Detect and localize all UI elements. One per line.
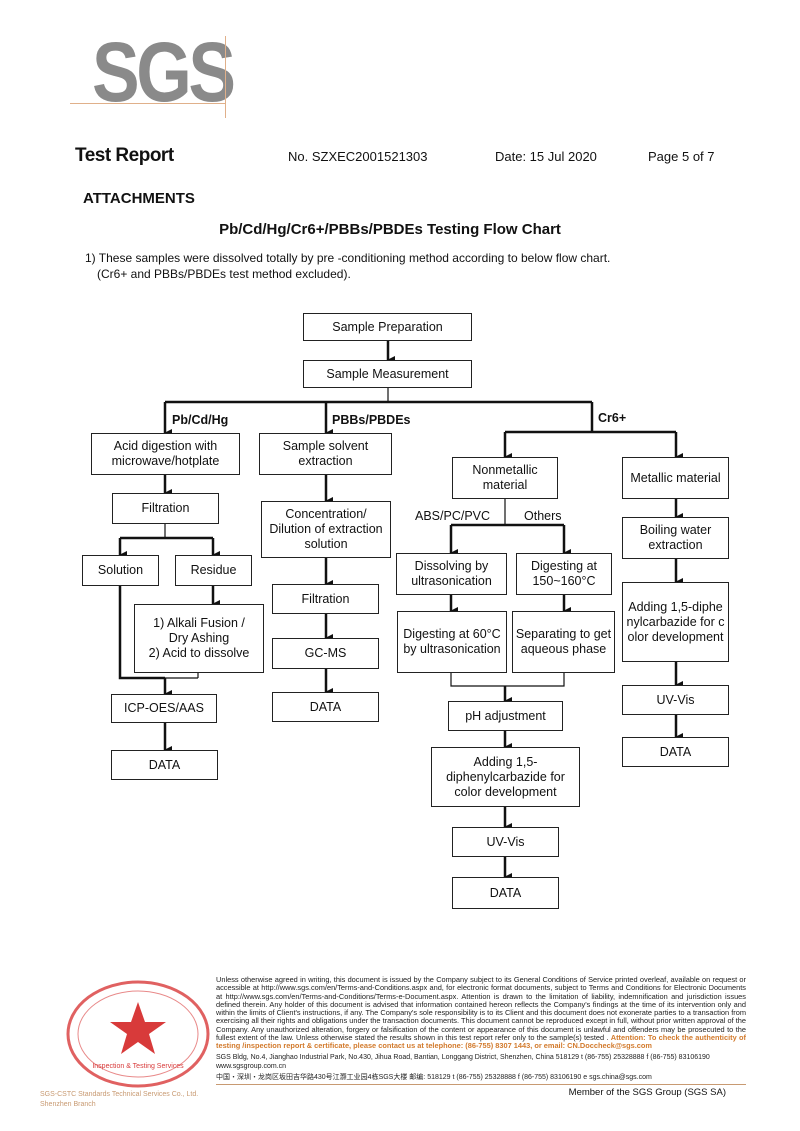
company-left-1: SGS-CSTC Standards Technical Services Co… xyxy=(40,1091,199,1098)
label-pbcdhg: Pb/Cd/Hg xyxy=(172,413,229,427)
box-alkali-fusion: 1) Alkali Fusion / Dry Ashing 2) Acid to… xyxy=(134,604,264,673)
company-left-2: Shenzhen Branch xyxy=(40,1101,96,1108)
seal-text: Inspection & Testing Services xyxy=(92,1063,184,1070)
box-separating: Separating to get aqueous phase xyxy=(512,611,615,673)
box-digesting-60: Digesting at 60°C by ultrasonication xyxy=(397,611,507,673)
footer-column: Unless otherwise agreed in writing, this… xyxy=(216,975,746,1099)
footer-rule xyxy=(216,1083,746,1086)
page-number: Page 5 of 7 xyxy=(648,149,715,164)
box-solution: Solution xyxy=(82,555,159,586)
box-uvvis-nonmetal: UV-Vis xyxy=(452,827,559,857)
box-filtration-2: Filtration xyxy=(272,584,379,614)
box-dissolving: Dissolving by ultrasonication xyxy=(396,553,507,595)
note-line-2: (Cr6+ and PBBs/PBDEs test method exclude… xyxy=(97,267,351,281)
box-metallic: Metallic material xyxy=(622,457,729,499)
sgs-logo: SGS xyxy=(92,25,236,119)
box-filtration-1: Filtration xyxy=(112,493,219,524)
report-number: No. SZXEC2001521303 xyxy=(288,149,428,164)
member-text: Member of the SGS Group (SGS SA) xyxy=(568,1087,726,1099)
box-data-4: DATA xyxy=(622,737,729,767)
box-adding-nonmetal: Adding 1,5-diphenylcarbazide for color d… xyxy=(431,747,580,807)
label-pbbs: PBBs/PBDEs xyxy=(332,413,411,427)
box-concentration: Concentration/ Dilution of extraction so… xyxy=(261,501,391,558)
address-english: SGS Bldg, No.4, Jianghao Industrial Park… xyxy=(216,1053,710,1070)
address-chinese: 中国・深圳・龙岗区坂田吉华路430号江灏工业园4栋SGS大楼 邮编: 51812… xyxy=(216,1073,652,1081)
report-date: Date: 15 Jul 2020 xyxy=(495,149,597,164)
box-gcms: GC-MS xyxy=(272,638,379,669)
section-heading: ATTACHMENTS xyxy=(83,190,195,207)
box-digesting-150: Digesting at 150~160°C xyxy=(516,553,612,595)
label-cr6: Cr6+ xyxy=(598,411,627,425)
report-title: Test Report xyxy=(75,145,174,166)
logo-rule-vertical xyxy=(225,36,226,118)
alkali-line-3: 2) Acid to dissolve xyxy=(148,646,250,660)
box-nonmetallic: Nonmetallic material xyxy=(452,457,558,499)
box-solvent-extraction: Sample solvent extraction xyxy=(259,433,392,475)
box-sample-measurement: Sample Measurement xyxy=(303,360,472,388)
legal-text: Unless otherwise agreed in writing, this… xyxy=(216,975,746,1043)
note-line-1: 1) These samples were dissolved totally … xyxy=(85,251,611,265)
box-data-2: DATA xyxy=(272,692,379,722)
attention-text: Attention: To check the authenticity of … xyxy=(216,1033,746,1051)
alkali-line-1: 1) Alkali Fusion / xyxy=(153,616,245,630)
box-icp: ICP-OES/AAS xyxy=(111,694,217,723)
box-data-1: DATA xyxy=(111,750,218,780)
box-data-3: DATA xyxy=(452,877,559,909)
label-abs-pc-pvc: ABS/PC/PVC xyxy=(415,509,491,523)
box-adding-metal: Adding 1,5-diphenylcarbazide for color d… xyxy=(622,582,729,662)
box-residue: Residue xyxy=(175,555,252,586)
company-left-block: SGS-CSTC Standards Technical Services Co… xyxy=(40,1090,212,1110)
box-boiling-water: Boiling water extraction xyxy=(622,517,729,559)
box-uvvis-metal: UV-Vis xyxy=(622,685,729,715)
box-sample-preparation: Sample Preparation xyxy=(303,313,472,341)
box-acid-digestion: Acid digestion with microwave/hotplate xyxy=(91,433,240,475)
alkali-line-2: Dry Ashing xyxy=(168,631,230,645)
logo-rule-horizontal xyxy=(70,103,225,104)
flowchart-title: Pb/Cd/Hg/Cr6+/PBBs/PBDEs Testing Flow Ch… xyxy=(219,221,561,238)
box-ph-adjustment: pH adjustment xyxy=(448,701,563,731)
company-seal: Inspection & Testing Services xyxy=(66,980,210,1088)
label-others: Others xyxy=(524,509,562,523)
legal-disclaimer: Unless otherwise agreed in writing, this… xyxy=(216,975,746,1051)
